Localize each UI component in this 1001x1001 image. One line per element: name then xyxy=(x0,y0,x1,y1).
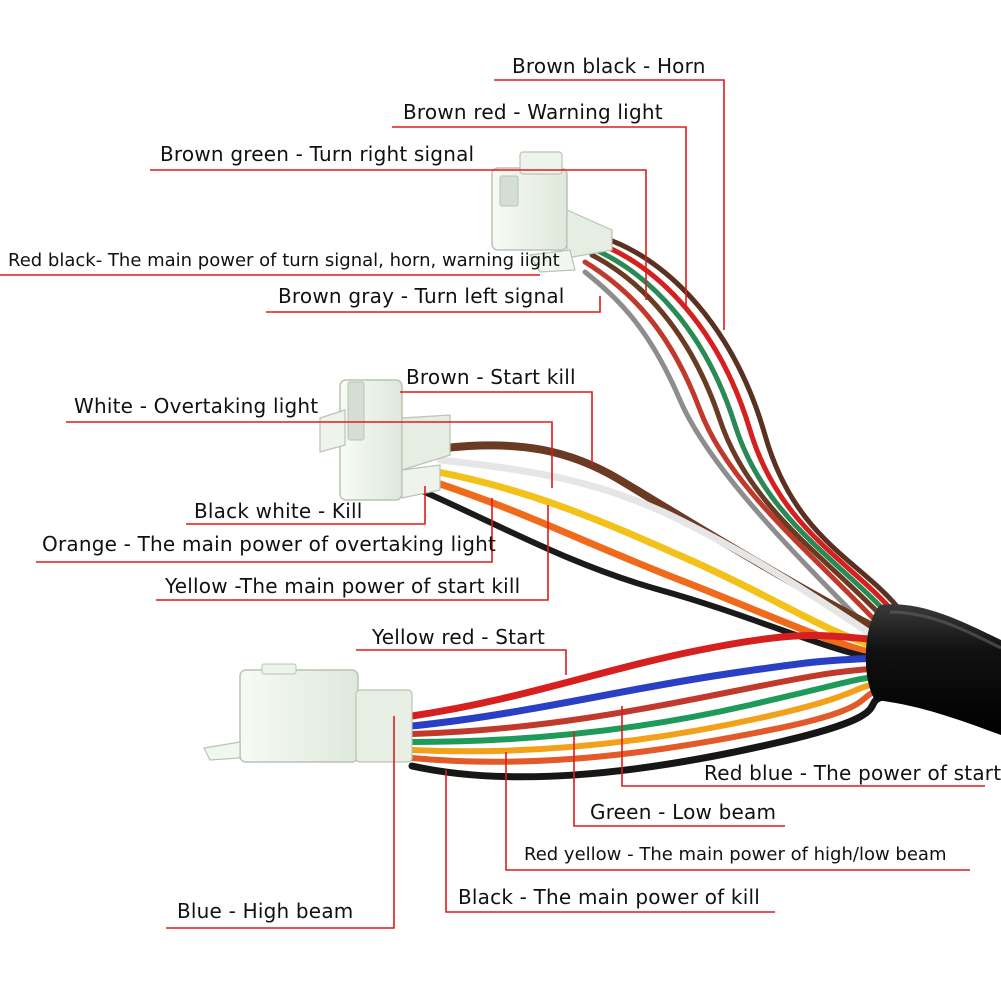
leader-brown-black xyxy=(494,79,725,330)
bottom-wire-group xyxy=(408,632,886,781)
wire-red-yellow xyxy=(409,687,883,765)
wire-brown-red xyxy=(597,241,899,618)
label-brown: Brown - Start kill xyxy=(406,365,576,389)
leader-black xyxy=(445,770,775,913)
top-connector xyxy=(491,151,613,273)
bottom-connector xyxy=(203,663,413,763)
wire-brown-gray xyxy=(582,269,883,643)
wire-brown-black xyxy=(601,235,903,613)
middle-connector xyxy=(319,379,451,501)
label-brown-green: Brown green - Turn right signal xyxy=(160,142,475,166)
label-blue: Blue - High beam xyxy=(177,899,354,923)
leader-orange xyxy=(36,498,493,563)
label-red-blue: Red blue - The power of start xyxy=(704,761,1001,785)
wire-orange-bottom xyxy=(409,680,883,755)
leader-brown-green xyxy=(150,169,647,300)
label-yellow: Yellow -The main power of start kill xyxy=(165,574,521,598)
cable-sheath xyxy=(865,604,1001,735)
leader-red-yellow xyxy=(505,752,970,871)
label-brown-red: Brown red - Warning light xyxy=(403,100,663,124)
leader-red-blue xyxy=(621,706,985,787)
leader-blue xyxy=(166,716,395,929)
leader-yellow xyxy=(156,505,549,601)
leader-brown-red xyxy=(392,126,687,308)
wire-yellow-red xyxy=(408,632,884,720)
wire-green-stripe xyxy=(593,247,896,623)
label-brown-gray: Brown gray - Turn left signal xyxy=(278,284,565,308)
label-red-black: Red black- The main power of turn signal… xyxy=(8,250,560,271)
leader-brown xyxy=(400,391,593,466)
wire-red-black xyxy=(582,259,889,635)
leader-green xyxy=(573,732,785,827)
label-red-yellow: Red yellow - The main power of high/low … xyxy=(524,844,947,865)
leader-black-white xyxy=(186,486,426,525)
label-black: Black - The main power of kill xyxy=(458,885,760,909)
wire-green xyxy=(409,673,883,745)
label-white: White - Overtaking light xyxy=(74,394,319,418)
wire-black xyxy=(408,693,886,781)
wire-red-yellow-top xyxy=(409,665,883,737)
leader-brown-gray xyxy=(266,296,601,313)
leader-yellow-red xyxy=(356,649,567,675)
wire-white xyxy=(436,456,884,644)
label-green: Green - Low beam xyxy=(590,800,777,824)
wire-black-white xyxy=(417,487,883,663)
wire-red-blue xyxy=(408,654,884,730)
wire-brown-green xyxy=(589,252,893,628)
label-black-white: Black white - Kill xyxy=(194,499,363,523)
leader-white xyxy=(66,421,553,488)
leader-lines xyxy=(0,79,985,929)
label-yellow-red: Yellow red - Start xyxy=(372,625,546,649)
label-orange: Orange - The main power of overtaking li… xyxy=(42,532,497,556)
wire-yellow xyxy=(434,468,884,652)
label-brown-black: Brown black - Horn xyxy=(512,54,706,78)
top-wire-group xyxy=(582,235,903,643)
